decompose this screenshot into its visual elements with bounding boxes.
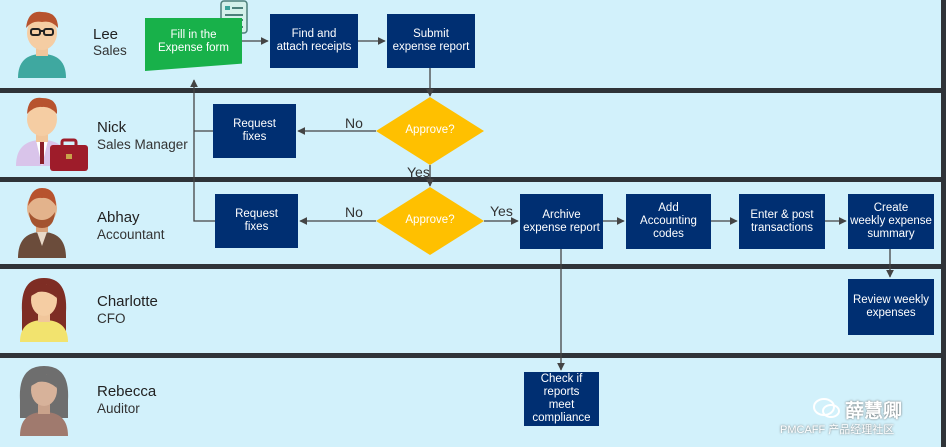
task-add-accounting-codes: Add Accounting codes bbox=[626, 194, 711, 249]
task-check-compliance: Check if reports meet compliance bbox=[524, 372, 599, 426]
avatar-abhay bbox=[18, 188, 66, 258]
task-review-weekly-expenses: Review weekly expenses bbox=[848, 279, 934, 335]
decision-accountant-diamond bbox=[376, 187, 484, 255]
lane-name-charlotte: Charlotte bbox=[97, 293, 158, 310]
edge-label-no-manager: No bbox=[345, 115, 363, 131]
lane-role-lee: Sales bbox=[93, 43, 127, 58]
watermark-name: 薛慧卿 bbox=[845, 401, 903, 422]
lane-divider bbox=[0, 264, 946, 269]
edge-label-yes-accountant: Yes bbox=[490, 203, 513, 219]
lane-auditor bbox=[0, 358, 946, 447]
avatar-nick bbox=[16, 97, 88, 171]
task-create-weekly-summary: Create weekly expense summary bbox=[848, 194, 934, 249]
edge-label-no-accountant: No bbox=[345, 204, 363, 220]
lane-name-nick: Nick bbox=[97, 119, 127, 136]
lane-divider bbox=[0, 88, 946, 93]
lane-divider bbox=[0, 353, 946, 358]
lane-role-charlotte: CFO bbox=[97, 311, 126, 326]
task-find-attach-receipts: Find and attach receipts bbox=[270, 14, 358, 68]
lane-divider bbox=[0, 177, 946, 182]
task-enter-post-transactions: Enter & post transactions bbox=[739, 194, 825, 249]
watermark-site: PMCAFF 产品经理社区 bbox=[780, 424, 895, 436]
lane-cfo bbox=[0, 269, 946, 353]
task-submit-expense-report: Submit expense report bbox=[387, 14, 475, 68]
decision-manager-label: Approve? bbox=[405, 124, 455, 136]
wechat-icon bbox=[813, 398, 840, 418]
lane-name-rebecca: Rebecca bbox=[97, 383, 157, 400]
decision-accountant-label: Approve? bbox=[405, 214, 455, 226]
avatar-charlotte bbox=[20, 278, 68, 342]
task-archive-expense-report: Archive expense report bbox=[520, 194, 603, 249]
lane-role-rebecca: Auditor bbox=[97, 401, 140, 416]
arrow-fixes-to-form bbox=[190, 79, 215, 222]
edge-label-yes-manager: Yes bbox=[407, 164, 430, 180]
lane-name-abhay: Abhay bbox=[97, 209, 140, 226]
lane-name-lee: Lee bbox=[93, 26, 119, 43]
task-fill-expense-form: Fill in the Expense form bbox=[145, 18, 242, 71]
task-request-fixes-accountant: Request fixes bbox=[215, 194, 298, 248]
lane-role-nick: Sales Manager bbox=[97, 137, 188, 152]
avatar-rebecca bbox=[19, 366, 69, 436]
right-border bbox=[941, 0, 946, 447]
avatar-lee bbox=[18, 11, 66, 78]
decision-manager-diamond bbox=[376, 97, 484, 165]
task-request-fixes-manager: Request fixes bbox=[213, 104, 296, 158]
lane-role-abhay: Accountant bbox=[97, 227, 165, 242]
